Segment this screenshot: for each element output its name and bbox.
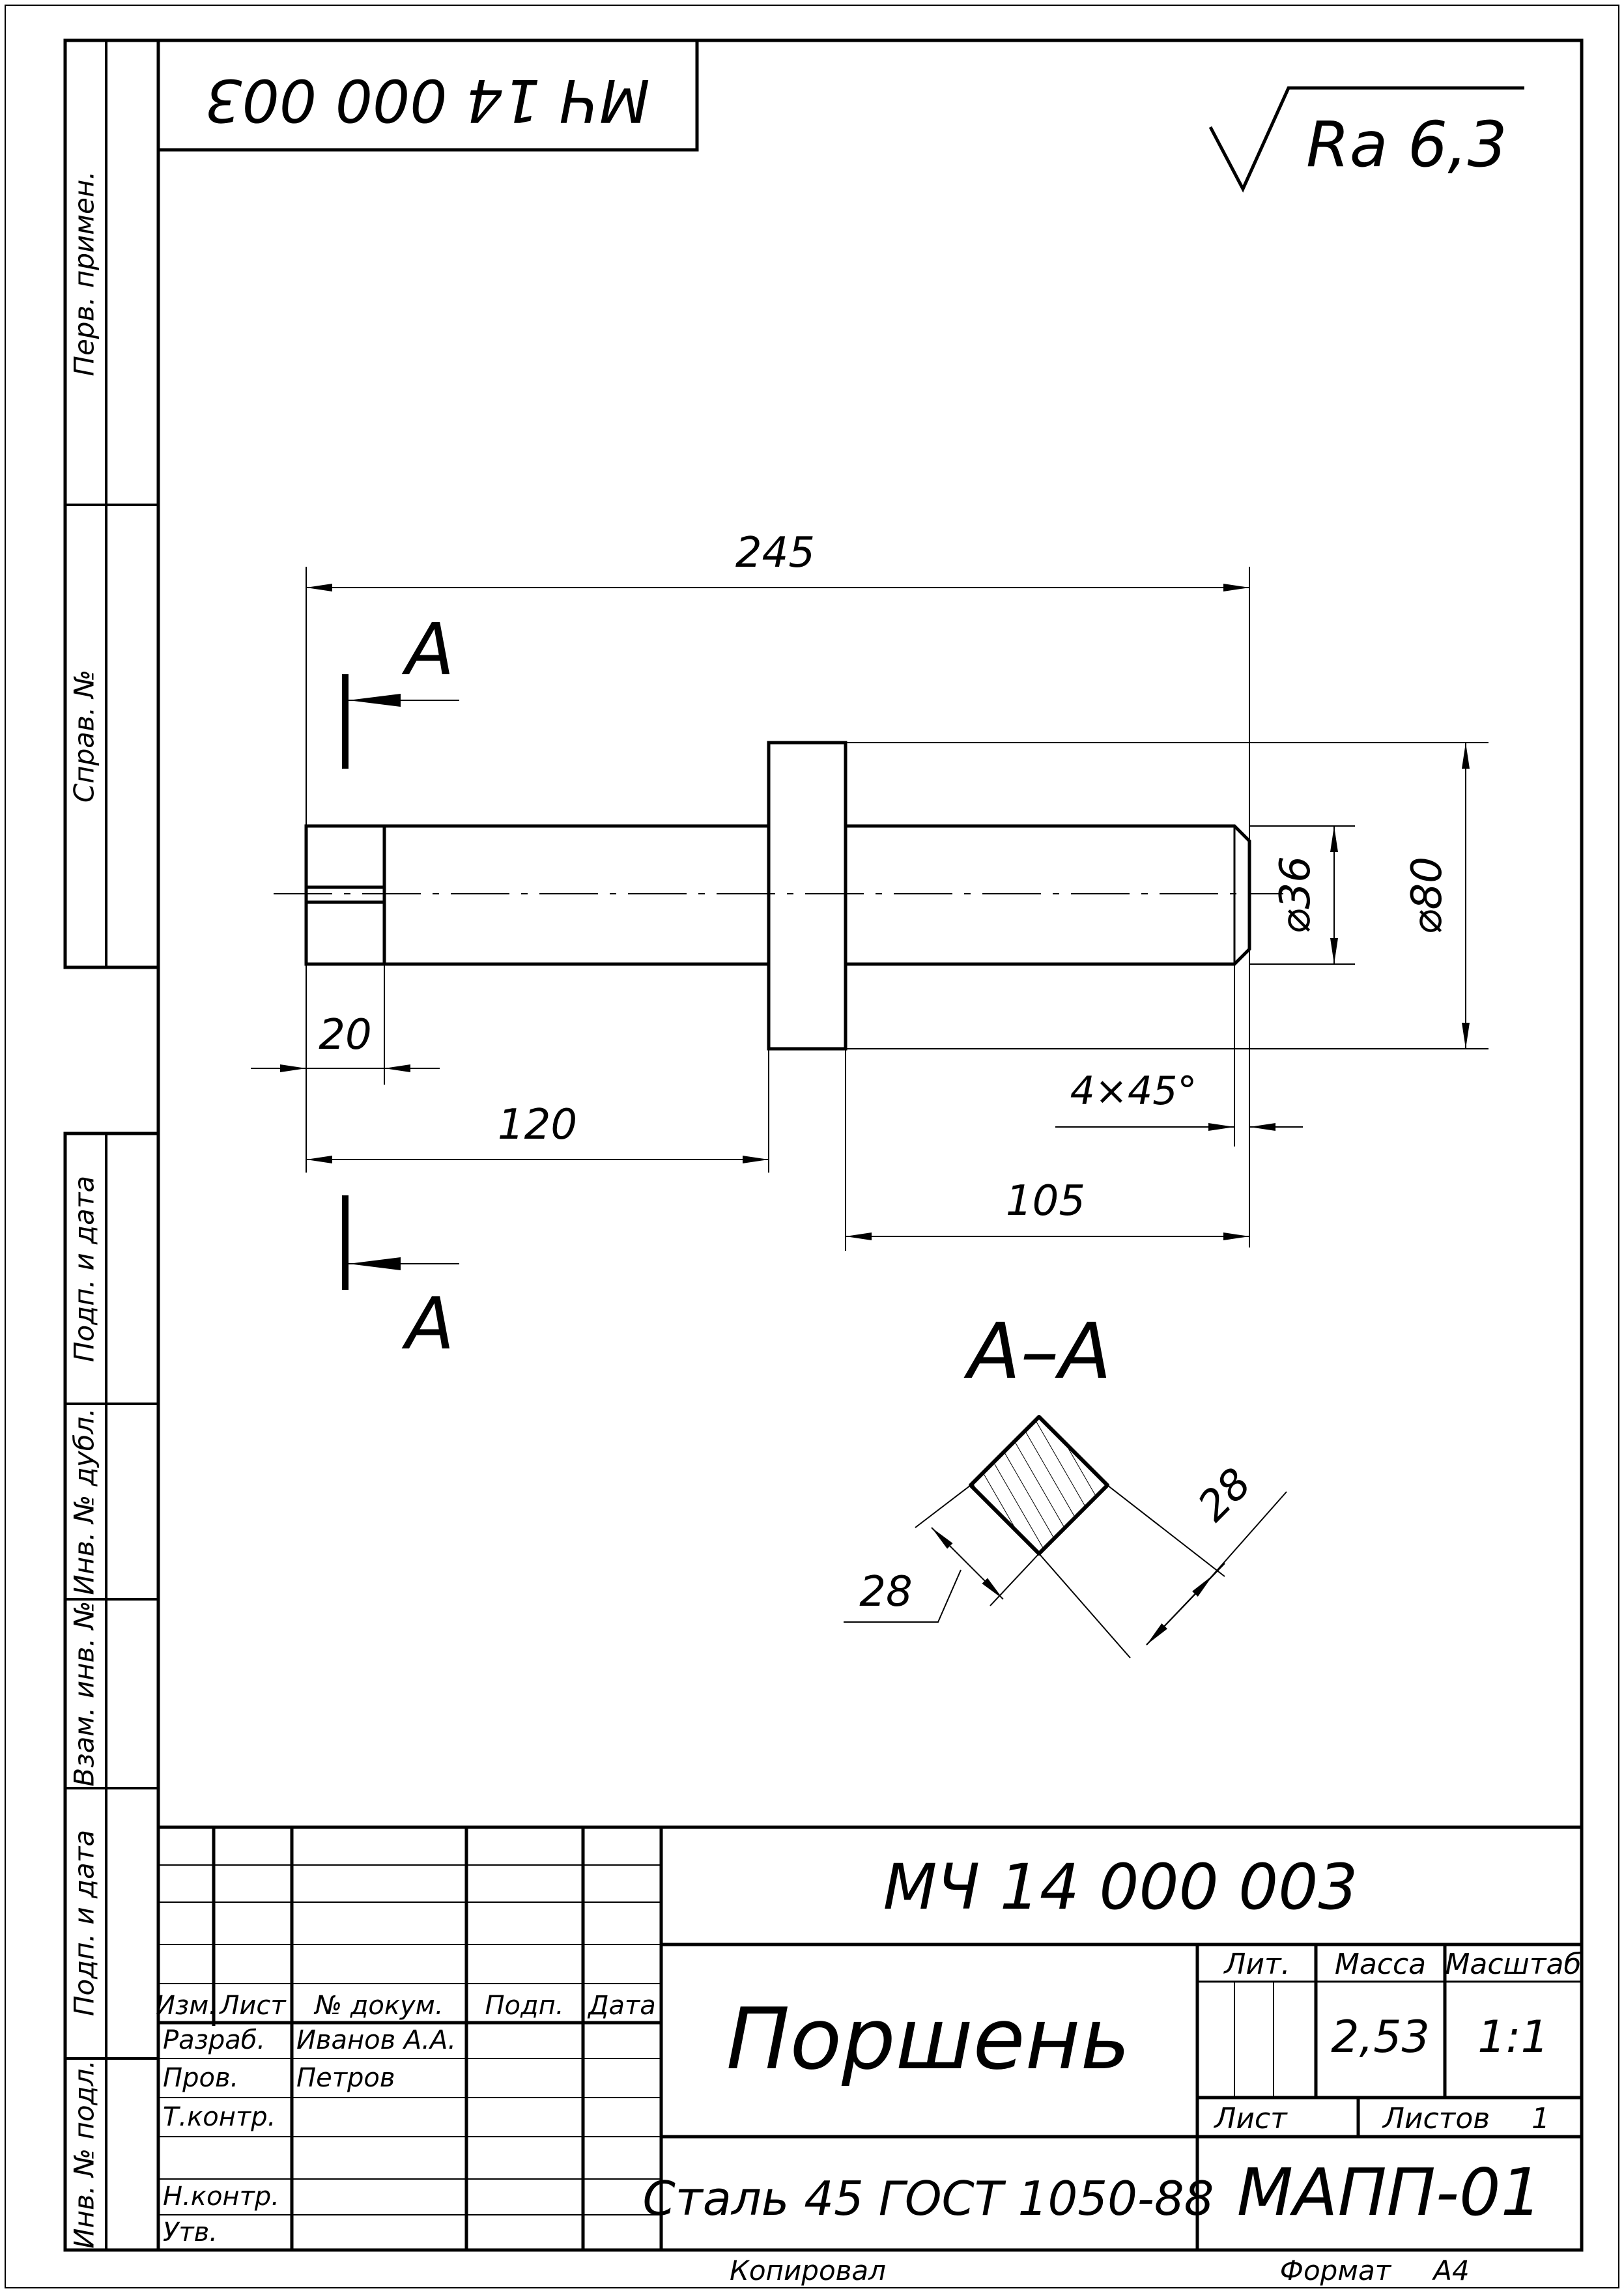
section-marker-top: A: [342, 608, 459, 769]
roughness-symbol: Ra 6,3: [1208, 86, 1524, 193]
section-marker-bottom: A: [342, 1195, 459, 1365]
mass-value: 2,53: [1331, 2012, 1429, 2063]
left-strip-bottom: Подп. и дата Инв. № дубл. Взам. инв. № П…: [63, 1132, 158, 2252]
hdr-no-dokum: № докум.: [313, 1991, 443, 2021]
scale-value: 1:1: [1477, 2012, 1548, 2063]
person-razrab: Иванов А.А.: [296, 2025, 456, 2055]
hdr-masshtab: Масштаб: [1445, 1948, 1581, 1981]
hdr-sheets: Листов: [1382, 2102, 1490, 2135]
trim-border: [5, 5, 1619, 2288]
section-title: А–А: [963, 1306, 1111, 1396]
footer-copied: Копировал: [730, 2255, 886, 2286]
person-prov: Петров: [296, 2063, 395, 2093]
marker-label-bottom: A: [401, 1282, 454, 1365]
role-t-kontr: Т.контр.: [163, 2102, 276, 2132]
marker-label-top: A: [401, 608, 454, 691]
label-sprav-no: Справ. №: [68, 670, 100, 803]
dim-chamfer: 4×45°: [1070, 1068, 1197, 1114]
footer-format-label: Формат: [1280, 2255, 1392, 2286]
hdr-lit: Лит.: [1223, 1948, 1290, 1981]
dim-120: 120: [498, 1101, 577, 1149]
label-perv-primen: Перв. примен.: [68, 171, 100, 376]
tb-organization: МАПП-01: [1237, 2154, 1542, 2230]
rotated-doc-code: МЧ 14 000 003: [205, 66, 649, 134]
label-inv-podl: Инв. № подл.: [68, 2060, 100, 2249]
rod: [846, 824, 1251, 966]
section-aa: А–А 28 28: [844, 1306, 1287, 1659]
role-razrab: Разраб.: [163, 2025, 265, 2055]
label-vzam-inv: Взам. инв. №: [68, 1601, 100, 1786]
hdr-data: Дата: [587, 1991, 656, 2021]
left-strip-top: Перв. примен. Справ. №: [63, 38, 158, 969]
hdr-list: Лист: [218, 1991, 287, 2021]
main-frame: [156, 38, 1584, 2252]
tb-material: Сталь 45 ГОСТ 1050-88: [643, 2171, 1214, 2226]
collar: [767, 741, 848, 1051]
tb-doc-code: МЧ 14 000 003: [883, 1851, 1358, 1924]
rotated-code-box: МЧ 14 000 003: [156, 40, 699, 152]
dim-245: 245: [735, 529, 815, 577]
dim-square-b: 28: [1189, 1459, 1261, 1531]
label-podp-data-2: Подп. и дата: [68, 1830, 100, 2016]
role-n-kontr: Н.контр.: [163, 2182, 279, 2212]
hdr-sheet: Лист: [1213, 2102, 1288, 2135]
tb-part-name: Поршень: [726, 1989, 1130, 2088]
role-utv: Утв.: [163, 2217, 218, 2247]
dim-square-a: 28: [859, 1568, 912, 1616]
section-square: [969, 1415, 1109, 1556]
hdr-izm: Изм.: [156, 1991, 217, 2021]
part-view: 245 20 120 105 4×45° ⌀36 ⌀80 A A: [251, 529, 1489, 1365]
dim-20: 20: [319, 1011, 371, 1059]
title-block: Изм. Лист № докум. Подп. Дата Разраб. Пр…: [156, 1825, 1582, 2250]
dim-dia-36: ⌀36: [1272, 856, 1320, 934]
roughness-value: Ra 6,3: [1306, 108, 1507, 181]
role-prov: Пров.: [163, 2063, 238, 2093]
sheets-total: 1: [1531, 2102, 1550, 2135]
footer-format-value: А4: [1431, 2255, 1469, 2286]
label-inv-dubl: Инв. № дубл.: [68, 1408, 100, 1595]
dim-105: 105: [1006, 1177, 1085, 1225]
label-podp-data-1: Подп. и дата: [68, 1176, 100, 1362]
dim-dia-80: ⌀80: [1403, 857, 1451, 935]
shaft-slot-end: [304, 824, 769, 966]
hdr-massa: Масса: [1335, 1948, 1426, 1981]
hdr-podp: Подп.: [485, 1991, 563, 2021]
